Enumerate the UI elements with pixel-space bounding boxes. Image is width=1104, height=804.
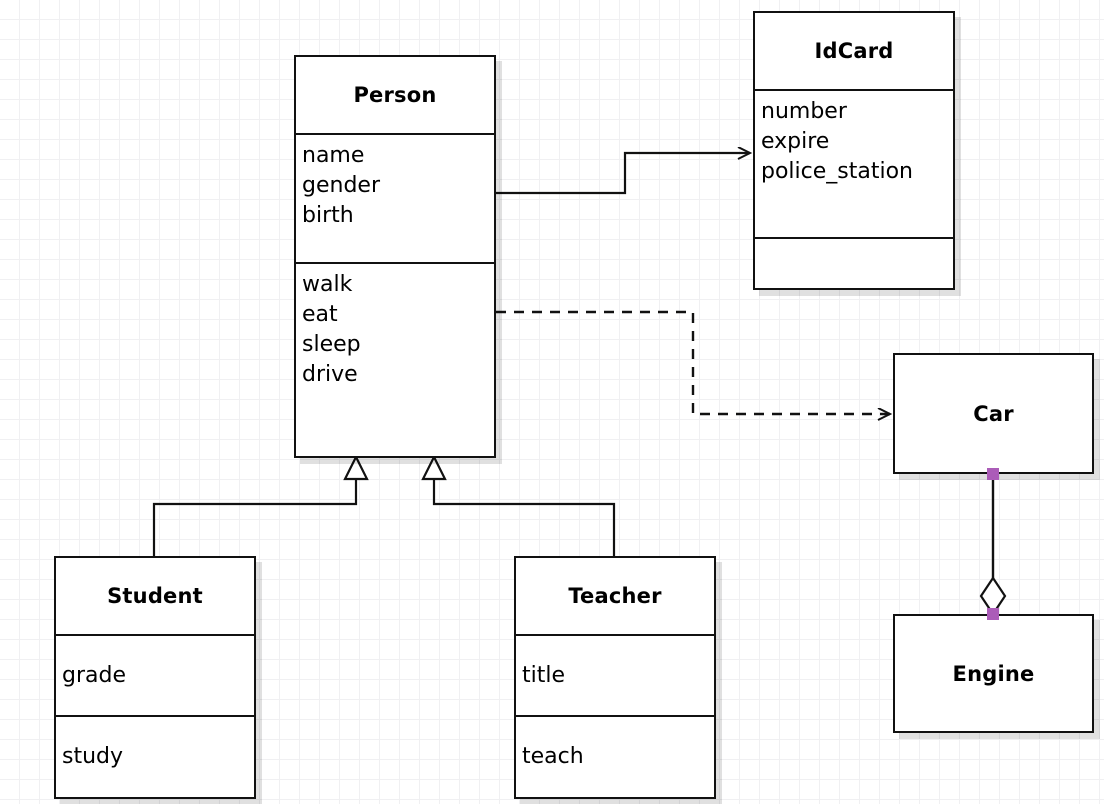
method-study: study bbox=[62, 744, 124, 769]
class-methods-student: study bbox=[56, 715, 254, 797]
class-box-person[interactable]: Person name gender birth walk eat sleep … bbox=[294, 55, 496, 458]
connector-handle-car[interactable] bbox=[987, 468, 999, 480]
class-methods-idcard bbox=[755, 237, 953, 288]
class-methods-teacher: teach bbox=[516, 715, 714, 797]
class-attributes-student: grade bbox=[56, 634, 254, 715]
attribute-name: name bbox=[302, 143, 365, 168]
connector-handle-engine[interactable] bbox=[987, 608, 999, 620]
method-walk: walk bbox=[302, 272, 353, 297]
class-name-idcard: IdCard bbox=[814, 39, 894, 63]
class-box-engine[interactable]: Engine bbox=[893, 614, 1094, 733]
class-attributes-teacher: title bbox=[516, 634, 714, 715]
class-box-teacher[interactable]: Teacher title teach bbox=[514, 556, 716, 799]
method-teach: teach bbox=[522, 744, 584, 769]
class-name-student: Student bbox=[107, 584, 203, 608]
class-attributes-person: name gender birth bbox=[296, 133, 494, 262]
class-attributes-idcard: number expire police_station bbox=[755, 89, 953, 237]
class-name-car: Car bbox=[973, 401, 1014, 426]
edge-person-idcard[interactable] bbox=[496, 153, 750, 195]
attribute-grade: grade bbox=[62, 662, 126, 688]
attribute-expire: expire bbox=[761, 129, 830, 154]
attribute-birth: birth bbox=[302, 203, 354, 228]
attribute-title: title bbox=[522, 662, 566, 688]
class-box-student[interactable]: Student grade study bbox=[54, 556, 256, 799]
edge-car-engine[interactable] bbox=[979, 474, 1007, 616]
attribute-number: number bbox=[761, 99, 847, 124]
class-box-idcard[interactable]: IdCard number expire police_station bbox=[753, 11, 955, 290]
class-name-teacher: Teacher bbox=[568, 584, 662, 608]
class-methods-person: walk eat sleep drive bbox=[296, 262, 494, 456]
attribute-gender: gender bbox=[302, 173, 380, 198]
attribute-police-station: police_station bbox=[761, 159, 913, 184]
class-name-person: Person bbox=[353, 83, 437, 107]
class-name-engine: Engine bbox=[952, 661, 1035, 686]
edge-student-person[interactable] bbox=[152, 454, 369, 556]
method-sleep: sleep bbox=[302, 332, 361, 357]
class-box-car[interactable]: Car bbox=[893, 353, 1094, 474]
method-eat: eat bbox=[302, 302, 338, 327]
method-drive: drive bbox=[302, 362, 358, 387]
edge-person-car[interactable] bbox=[496, 310, 890, 414]
edge-teacher-person[interactable] bbox=[421, 454, 616, 556]
